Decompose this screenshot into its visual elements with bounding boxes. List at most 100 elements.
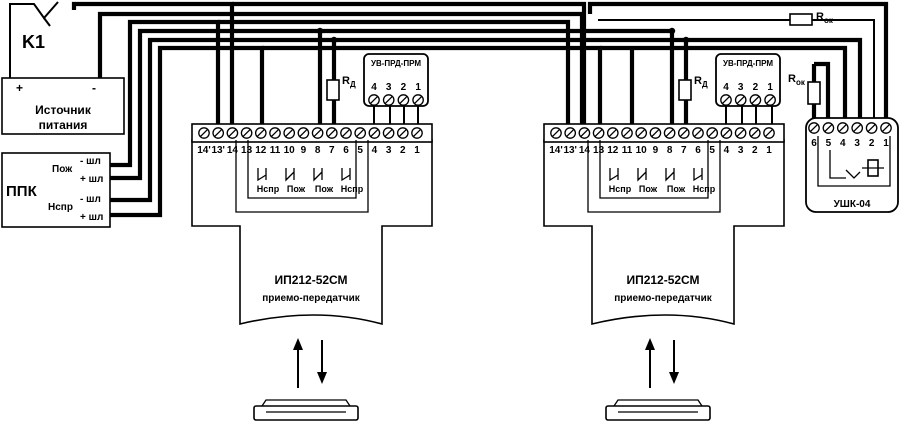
detector-left-terminal-label: 2 (400, 145, 406, 156)
detector-right-terminal (706, 127, 719, 139)
detector-right-terminal-label: 1 (766, 145, 772, 156)
detector-right-terminal (663, 127, 676, 139)
detector-left-terminal-label: 12 (255, 145, 267, 156)
detector-left-terminal (368, 127, 381, 139)
detector-right-terminal-label: 10 (636, 145, 648, 156)
detector-left-subtitle: приемо-передатчик (262, 293, 360, 304)
detector-left-terminal (354, 127, 367, 139)
detector-left-terminal-label: 7 (329, 145, 335, 156)
detector-left-terminal-label: 4 (372, 145, 378, 156)
detector-left-terminal (325, 127, 338, 139)
detector-left-terminal-label: 6 (343, 145, 349, 156)
detector-right-subtitle: приемо-передатчик (614, 293, 712, 304)
detector-right-terminal (748, 127, 761, 139)
detector-left-terminal-label: 13 (241, 145, 253, 156)
detector-left-terminal-label: 13' (211, 145, 225, 156)
k1-label: K1 (22, 32, 45, 52)
right-jumper-terminal (734, 94, 747, 106)
detector-left-terminal-label: 5 (357, 145, 363, 156)
detector-left-terminal-label: 9 (301, 145, 307, 156)
detector-left-contact-label: Нспр (341, 184, 364, 194)
ushk-terminal (822, 122, 835, 134)
ushk-terminal-label: 3 (854, 138, 860, 149)
detector-right-contact-label: Нспр (693, 184, 716, 194)
power-supply: + - Источник питания (1, 77, 125, 135)
power-supply-line2: питания (39, 118, 88, 132)
left-jumper-label: 3 (386, 82, 392, 93)
detector-right-terminal-label: 7 (681, 145, 687, 156)
detector-right-terminal-label: 11 (622, 145, 633, 156)
detector-right-terminal (677, 127, 690, 139)
detector-right-terminal (564, 127, 577, 139)
power-plus-label: + (16, 81, 23, 95)
detector-right-body (543, 123, 785, 421)
ushk-terminal (865, 122, 878, 134)
detector-left-terminal-label: 3 (386, 145, 392, 156)
ushk-terminal-label: 2 (869, 138, 875, 149)
right-jumper-label: 4 (723, 82, 729, 93)
detector-left-terminal-label: 8 (315, 145, 321, 156)
jumper-left-title: УВ-ПРД-ПРМ (371, 59, 421, 68)
left-jumper-terminal (368, 94, 380, 106)
detector-left-contact-label: Пож (287, 184, 306, 194)
detector-right-terminal-label: 12 (607, 145, 619, 156)
ushk-terminal (851, 122, 864, 134)
resistor-rd-2: RД (678, 75, 708, 101)
detector-right-terminal-label: 9 (653, 145, 659, 156)
ppk-loop2-plus: + шл (80, 212, 103, 223)
detector-left-terminal (297, 127, 310, 139)
detector-right-terminal (734, 127, 747, 139)
right-jumper-label: 2 (753, 82, 759, 93)
detector-left-body (191, 123, 433, 421)
rd-1-label: RД (342, 75, 356, 89)
ushk-terminal-label: 4 (840, 138, 846, 149)
ushk-terminal (836, 122, 849, 134)
ushk-terminal (808, 122, 820, 134)
rd-2-label: RД (694, 75, 708, 89)
power-minus-label: - (92, 81, 96, 95)
right-jumper-label: 1 (767, 82, 773, 93)
detector-left-terminal (411, 127, 423, 139)
detector-right-terminal-label: 14' (549, 145, 563, 156)
detector-left-terminal (340, 127, 352, 139)
detector-right-terminal-label: 6 (695, 145, 701, 156)
detector-left-terminal-label: 1 (414, 145, 420, 156)
detector-left-terminal (254, 127, 267, 139)
ppk-panel: ППК Пож Нспр - шл + шл - шл + шл (1, 152, 111, 228)
detector-right-terminal (606, 127, 619, 139)
right-jumper-terminal (749, 94, 762, 106)
detector-right-terminal-label: 13 (593, 145, 605, 156)
ppk-fire-label: Пож (52, 164, 73, 175)
ppk-loop2-minus: - шл (80, 194, 101, 205)
left-jumper-label: 1 (415, 82, 421, 93)
resistor-rok-top: Rок (789, 11, 834, 26)
detector-left-terminal (283, 127, 296, 139)
detector-left-contact-label: Нспр (257, 184, 280, 194)
detector-left-terminal (226, 127, 239, 139)
right-jumper-terminal (764, 94, 776, 106)
detector-left-terminal (269, 127, 281, 139)
ushk-terminal-label: 5 (826, 138, 832, 149)
detector-right-terminal-label: 5 (709, 145, 715, 156)
detector-right-terminal (621, 127, 633, 139)
detector-right-contact-label: Пож (639, 184, 658, 194)
detector-right-terminal-label: 4 (724, 145, 730, 156)
detector-left-terminal (240, 127, 253, 139)
detector-left-terminal-label: 10 (284, 145, 296, 156)
resistor-rd-1: RД (326, 75, 356, 101)
ppk-label: ППК (6, 183, 38, 200)
detector-right-terminal (635, 127, 648, 139)
detector-left-terminal-label: 14 (227, 145, 239, 156)
ushk-terminal-label: 1 (883, 138, 889, 149)
power-supply-line1: Источник (35, 103, 92, 117)
